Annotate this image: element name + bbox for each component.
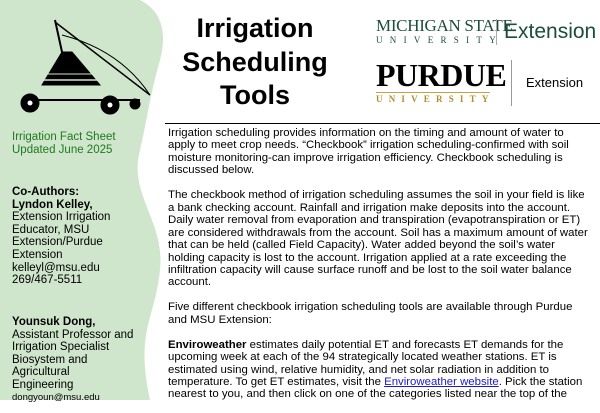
paragraph-tools: Five different checkbook irrigation sche… <box>168 301 573 326</box>
paragraph-intro: Irrigation scheduling provides informati… <box>168 127 569 177</box>
email-link[interactable]: dongyoun@msu.edu <box>12 391 100 403</box>
paragraph-checkbook: The checkbook method of irrigation sched… <box>168 189 588 289</box>
paragraph-enviroweather: Enviroweather estimates daily potential … <box>168 338 583 401</box>
center-pivot-irrigation-illustration <box>20 19 151 115</box>
enviroweather-website-link[interactable]: Enviroweather website <box>384 376 499 389</box>
email-link[interactable]: kelleyl@msu.edu <box>12 261 100 274</box>
divider <box>165 123 600 124</box>
author-kelley: Co-Authors: Lyndon Kelley, Extension Irr… <box>12 186 111 287</box>
body-text: Irrigation scheduling provides informati… <box>168 127 588 413</box>
sidebar-background <box>0 0 164 400</box>
